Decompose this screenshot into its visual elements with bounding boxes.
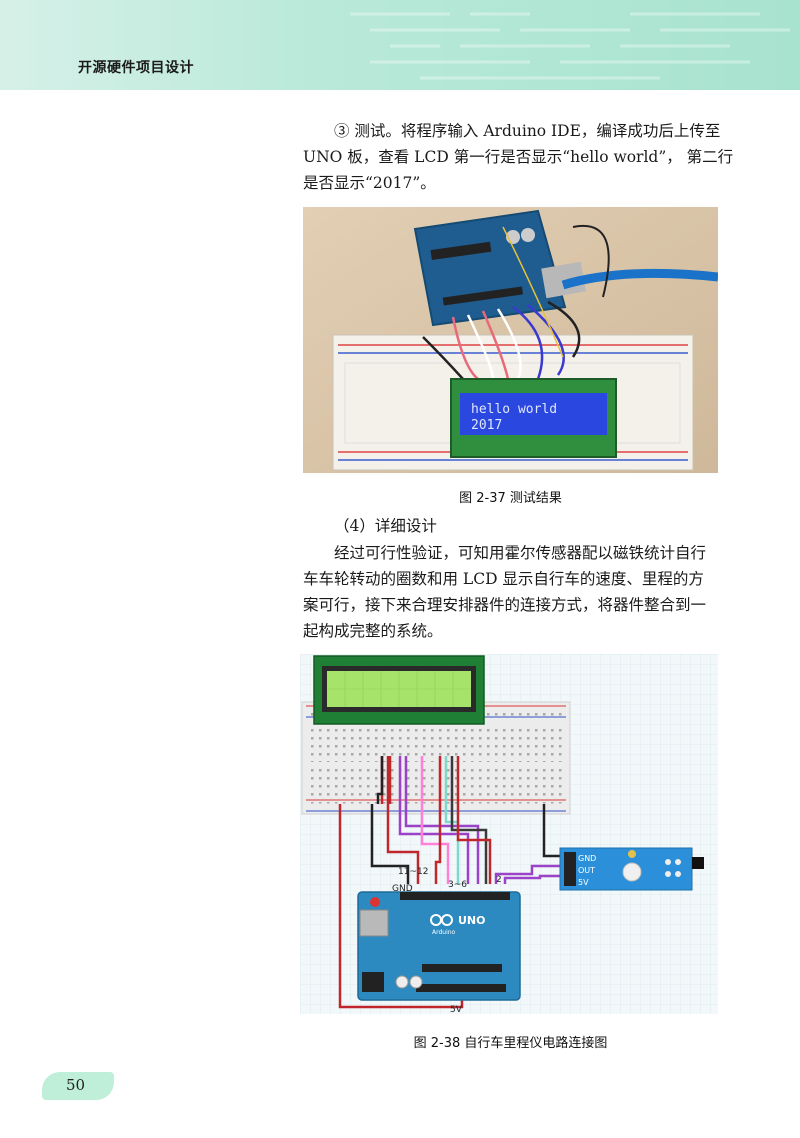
sensor-pin-out: OUT (578, 866, 595, 875)
book-title: 开源硬件项目设计 (78, 60, 194, 76)
arduino-board-photo (413, 209, 586, 327)
arduino-uno-board: UNO Arduino (357, 891, 521, 1001)
label-gnd: GND (392, 884, 413, 894)
label-pins-11-12: 11~12 (398, 867, 428, 877)
lcd-module-photo: hello world 2017 (450, 378, 617, 458)
page-header: 开源硬件项目设计 (0, 0, 800, 90)
text-line: 经过可行性验证，可知用霍尔传感器配以磁铁统计自行 (334, 544, 707, 562)
hall-sensor-module: GND OUT 5V (559, 847, 704, 891)
wiring (338, 756, 570, 1009)
text-line: UNO 板，查看 LCD 第一行是否显示“hello world”， 第二行 (303, 148, 734, 166)
uno-logo: UNO (458, 914, 486, 927)
text-line: ③ 测试。将程序输入 Arduino IDE，编译成功后上传至 (334, 122, 721, 140)
step3-paragraph: ③ 测试。将程序输入 Arduino IDE，编译成功后上传至 UNO 板，查看… (303, 118, 734, 196)
lcd-line-1: hello world (471, 402, 557, 417)
circuit-diagram: GND OUT 5V 11~12 GND 3~6 2 5V UNO Arduin… (300, 654, 718, 1014)
page-number: 50 (66, 1076, 86, 1094)
arduino-infinity-logo (430, 914, 453, 926)
text-line: 案可行，接下来合理安排器件的连接方式，将器件整合到一 (303, 596, 707, 614)
sensor-pin-5v: 5V (578, 878, 589, 887)
section-heading: （4）详细设计 (334, 517, 437, 535)
test-result-photo: hello world 2017 (303, 207, 718, 473)
label-pins-3-6: 3~6 (448, 880, 467, 890)
figure-caption-2-37: 图 2-37 测试结果 (459, 491, 562, 506)
label-5v: 5V (450, 1005, 463, 1014)
label-pin-2: 2 (496, 875, 502, 885)
arduino-brand: Arduino (432, 929, 456, 936)
lcd1602-module (313, 655, 485, 725)
header-code-pattern (350, 12, 790, 80)
section4-paragraph: 经过可行性验证，可知用霍尔传感器配以磁铁统计自行 车车轮转动的圈数和用 LCD … (303, 540, 721, 644)
page-number-badge (42, 1072, 114, 1100)
usb-cable (561, 268, 718, 290)
text-line: 起构成完整的系统。 (303, 622, 443, 640)
figure-caption-2-38: 图 2-38 自行车里程仪电路连接图 (413, 1036, 608, 1051)
text-line: 车车轮转动的圈数和用 LCD 显示自行车的速度、里程的方 (303, 570, 704, 588)
sensor-pin-gnd: GND (578, 854, 596, 863)
black-cable (572, 224, 610, 298)
jumper-wires (422, 226, 581, 380)
text-line: 是否显示“2017”。 (303, 174, 436, 192)
lcd-line-2: 2017 (471, 418, 502, 433)
